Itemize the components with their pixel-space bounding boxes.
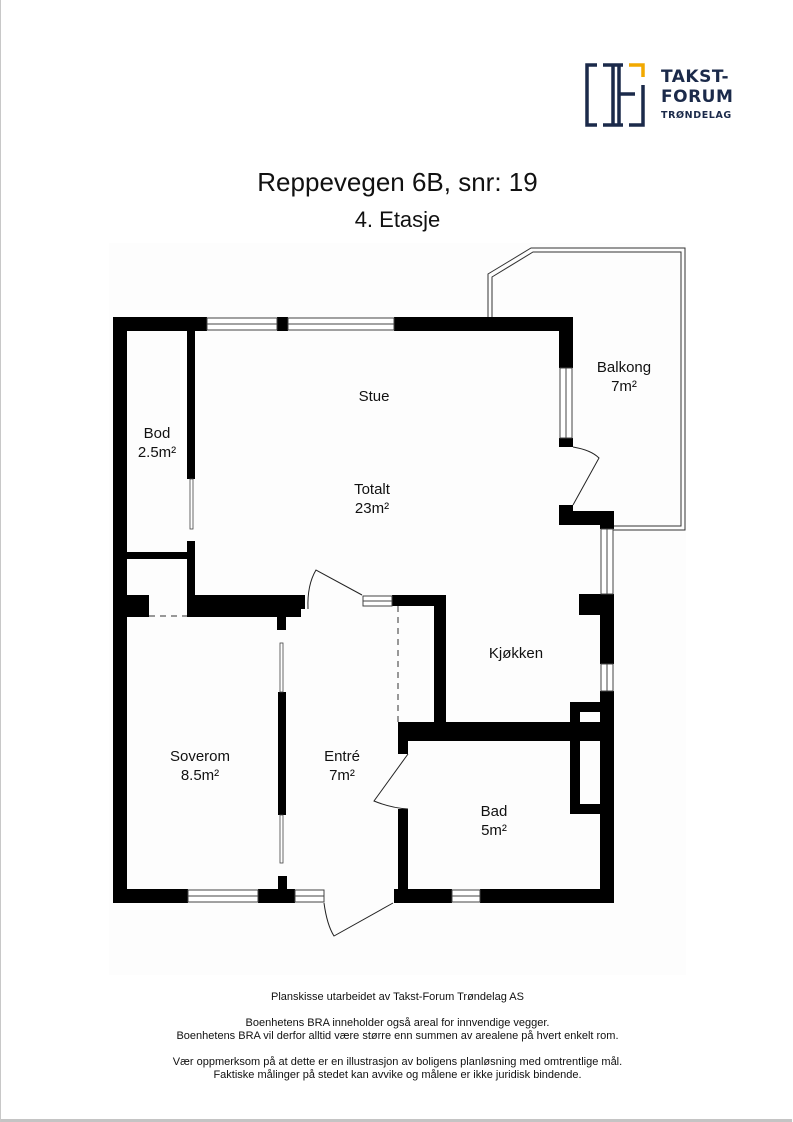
room-area: 7m²: [329, 767, 355, 784]
room-name: Stue: [358, 388, 390, 405]
walls: [113, 317, 614, 903]
room-stue: Stue: [359, 387, 390, 406]
room-name: Bod: [143, 425, 171, 442]
footer-credit: Planskisse utarbeidet av Takst-Forum Trø…: [271, 991, 524, 1003]
room-name: Bad: [480, 803, 508, 820]
room-name: Balkong: [596, 359, 652, 376]
footer-disclaimer-line1: Vær oppmerksom på at dette er en illustr…: [172, 1056, 623, 1068]
room-area: 5m²: [481, 822, 507, 839]
room-name: Totalt: [354, 481, 390, 498]
room-name: Soverom: [169, 748, 231, 765]
room-totalt: Totalt 23m²: [354, 480, 390, 518]
room-area: 23m²: [354, 500, 390, 517]
room-area: 8.5m²: [180, 767, 220, 784]
footer-disclaimer-line2: Faktiske målinger på stedet kan avvike o…: [213, 1069, 582, 1081]
floor-label: 4. Etasje: [354, 207, 441, 232]
room-soverom: Soverom 8.5m²: [170, 747, 230, 785]
balcony-railing: [487, 247, 686, 531]
logo-text-trondelag: TRØNDELAG: [661, 110, 732, 121]
room-kjokken: Kjøkken: [489, 644, 543, 663]
room-balkong: Balkong 7m²: [597, 358, 651, 396]
sliding-doors: [189, 478, 284, 864]
room-bod: Bod 2.5m²: [138, 424, 176, 462]
room-name: Kjøkken: [488, 645, 544, 662]
logo-text-takst: TAKST-: [661, 67, 730, 87]
logo-text-forum: FORUM: [661, 87, 734, 107]
room-area: 7m²: [611, 378, 637, 395]
room-area: 2.5m²: [137, 444, 177, 461]
dashed-openings: [149, 606, 399, 722]
takst-forum-logo: TAKST- FORUM TRØNDELAG: [585, 63, 745, 129]
door-swings: [307, 446, 600, 937]
footer-bra-line2: Boenhetens BRA vil derfor alltid være st…: [176, 1030, 619, 1042]
room-name: Entré: [324, 748, 360, 765]
footer-bra-line1: Boenhetens BRA inneholder også areal for…: [245, 1017, 550, 1029]
room-bad: Bad 5m²: [481, 802, 508, 840]
windows: [187, 317, 614, 903]
page-title: Reppevegen 6B, snr: 19: [257, 167, 538, 197]
room-entre: Entré 7m²: [324, 747, 360, 785]
logo-mark-icon: [585, 63, 645, 127]
